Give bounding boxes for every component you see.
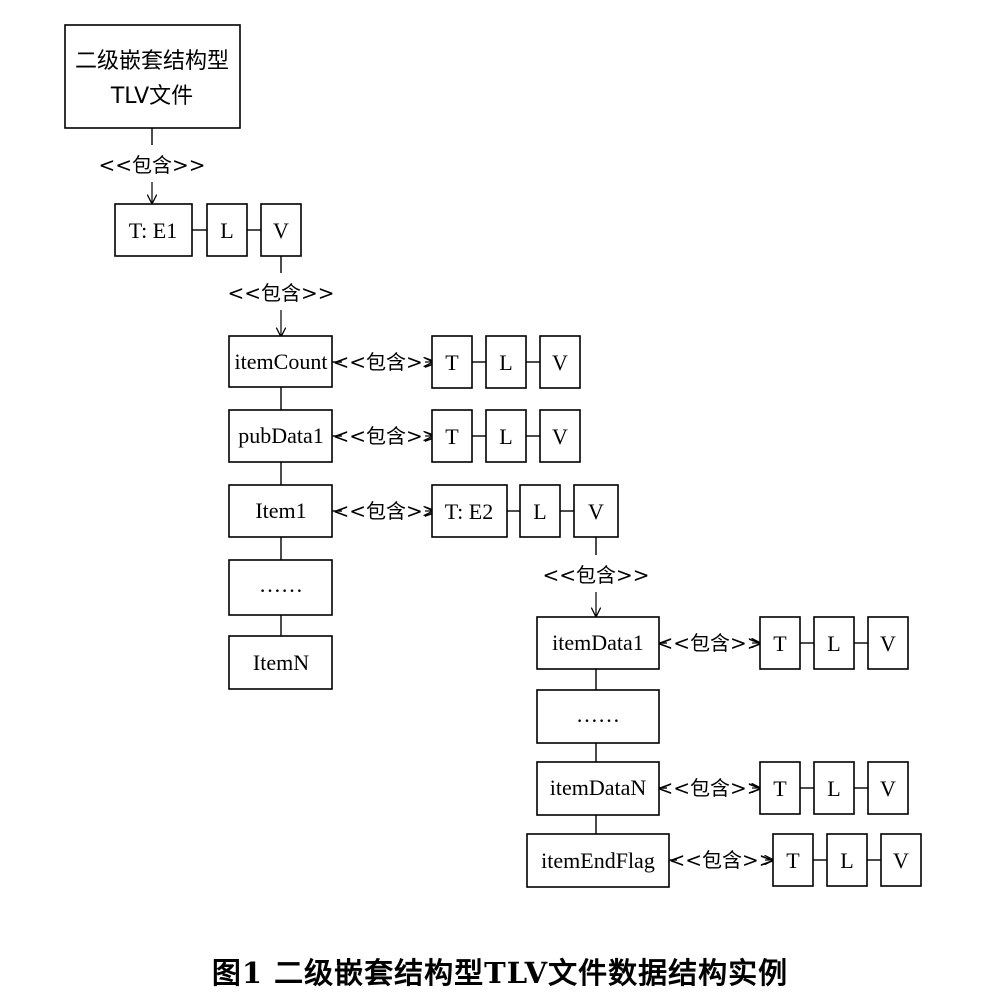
- svg-text:ItemN: ItemN: [253, 650, 309, 675]
- level2-item-item1: Item1: [228, 484, 333, 538]
- svg-text:……: ……: [259, 572, 303, 597]
- svg-text:T: T: [786, 848, 800, 873]
- level2-item-itemcount: itemCount: [228, 335, 333, 388]
- relation-label: <<包含>>: [98, 153, 205, 177]
- svg-text:pubData1: pubData1: [238, 423, 324, 448]
- svg-text:V: V: [893, 848, 909, 873]
- level3-item-itemdata1: itemData1: [536, 616, 660, 670]
- itemendflag-tlv: T L V: [772, 833, 922, 887]
- root-node: 二级嵌套结构型 TLV文件: [64, 24, 241, 129]
- relation-label: <<包含>>: [227, 281, 334, 305]
- level2-item-itemn: ItemN: [228, 635, 333, 690]
- itemdata1-tlv: T L V: [759, 616, 909, 670]
- tlv-structure-diagram: 二级嵌套结构型 TLV文件 <<包含>> T: E1 L V <<包含>> it…: [64, 24, 922, 888]
- svg-text:T: T: [445, 424, 459, 449]
- level1-tlv: T: E1 L V: [114, 203, 302, 257]
- svg-text:V: V: [552, 424, 568, 449]
- tlv-t-label: T: E1: [129, 218, 177, 243]
- relation-label: <<包含>>: [656, 776, 763, 800]
- svg-text:itemData1: itemData1: [552, 630, 644, 655]
- svg-text:Item1: Item1: [255, 498, 306, 523]
- svg-text:L: L: [827, 631, 840, 656]
- relation-label: <<包含>>: [332, 424, 439, 448]
- svg-text:L: L: [499, 350, 512, 375]
- svg-text:L: L: [840, 848, 853, 873]
- svg-text:itemEndFlag: itemEndFlag: [541, 848, 655, 873]
- relation-label: <<包含>>: [332, 499, 439, 523]
- svg-text:itemCount: itemCount: [235, 349, 328, 374]
- itemdatan-tlv: T L V: [759, 761, 909, 815]
- itemcount-tlv: T L V: [431, 335, 581, 389]
- pubdata1-tlv: T L V: [431, 409, 581, 463]
- level3-item-itemdatan: itemDataN: [536, 761, 660, 816]
- relation-label: <<包含>>: [656, 631, 763, 655]
- svg-text:T: T: [445, 350, 459, 375]
- svg-text:L: L: [827, 776, 840, 801]
- svg-text:V: V: [588, 499, 604, 524]
- level3-item-itemendflag: itemEndFlag: [526, 833, 670, 888]
- tlv-v-label: V: [273, 218, 289, 243]
- svg-text:itemDataN: itemDataN: [550, 775, 647, 800]
- tlv-l-label: L: [220, 218, 233, 243]
- level2-item-pubdata1: pubData1: [228, 409, 333, 463]
- svg-text:T: E2: T: E2: [445, 499, 493, 524]
- root-label-line1: 二级嵌套结构型: [75, 49, 229, 74]
- root-label-line2: TLV文件: [110, 84, 193, 109]
- figure-caption: 图1 二级嵌套结构型TLV文件数据结构实例: [211, 956, 789, 990]
- relation-label: <<包含>>: [542, 563, 649, 587]
- svg-text:L: L: [499, 424, 512, 449]
- svg-text:V: V: [880, 631, 896, 656]
- relation-label: <<包含>>: [668, 848, 775, 872]
- level2-item-ellipsis: ……: [228, 559, 333, 616]
- svg-text:T: T: [773, 631, 787, 656]
- svg-text:V: V: [552, 350, 568, 375]
- item1-tlv: T: E2 L V: [431, 484, 619, 538]
- svg-text:T: T: [773, 776, 787, 801]
- svg-text:L: L: [533, 499, 546, 524]
- svg-text:……: ……: [576, 702, 620, 727]
- relation-label: <<包含>>: [332, 350, 439, 374]
- svg-text:V: V: [880, 776, 896, 801]
- level3-item-ellipsis: ……: [536, 689, 660, 744]
